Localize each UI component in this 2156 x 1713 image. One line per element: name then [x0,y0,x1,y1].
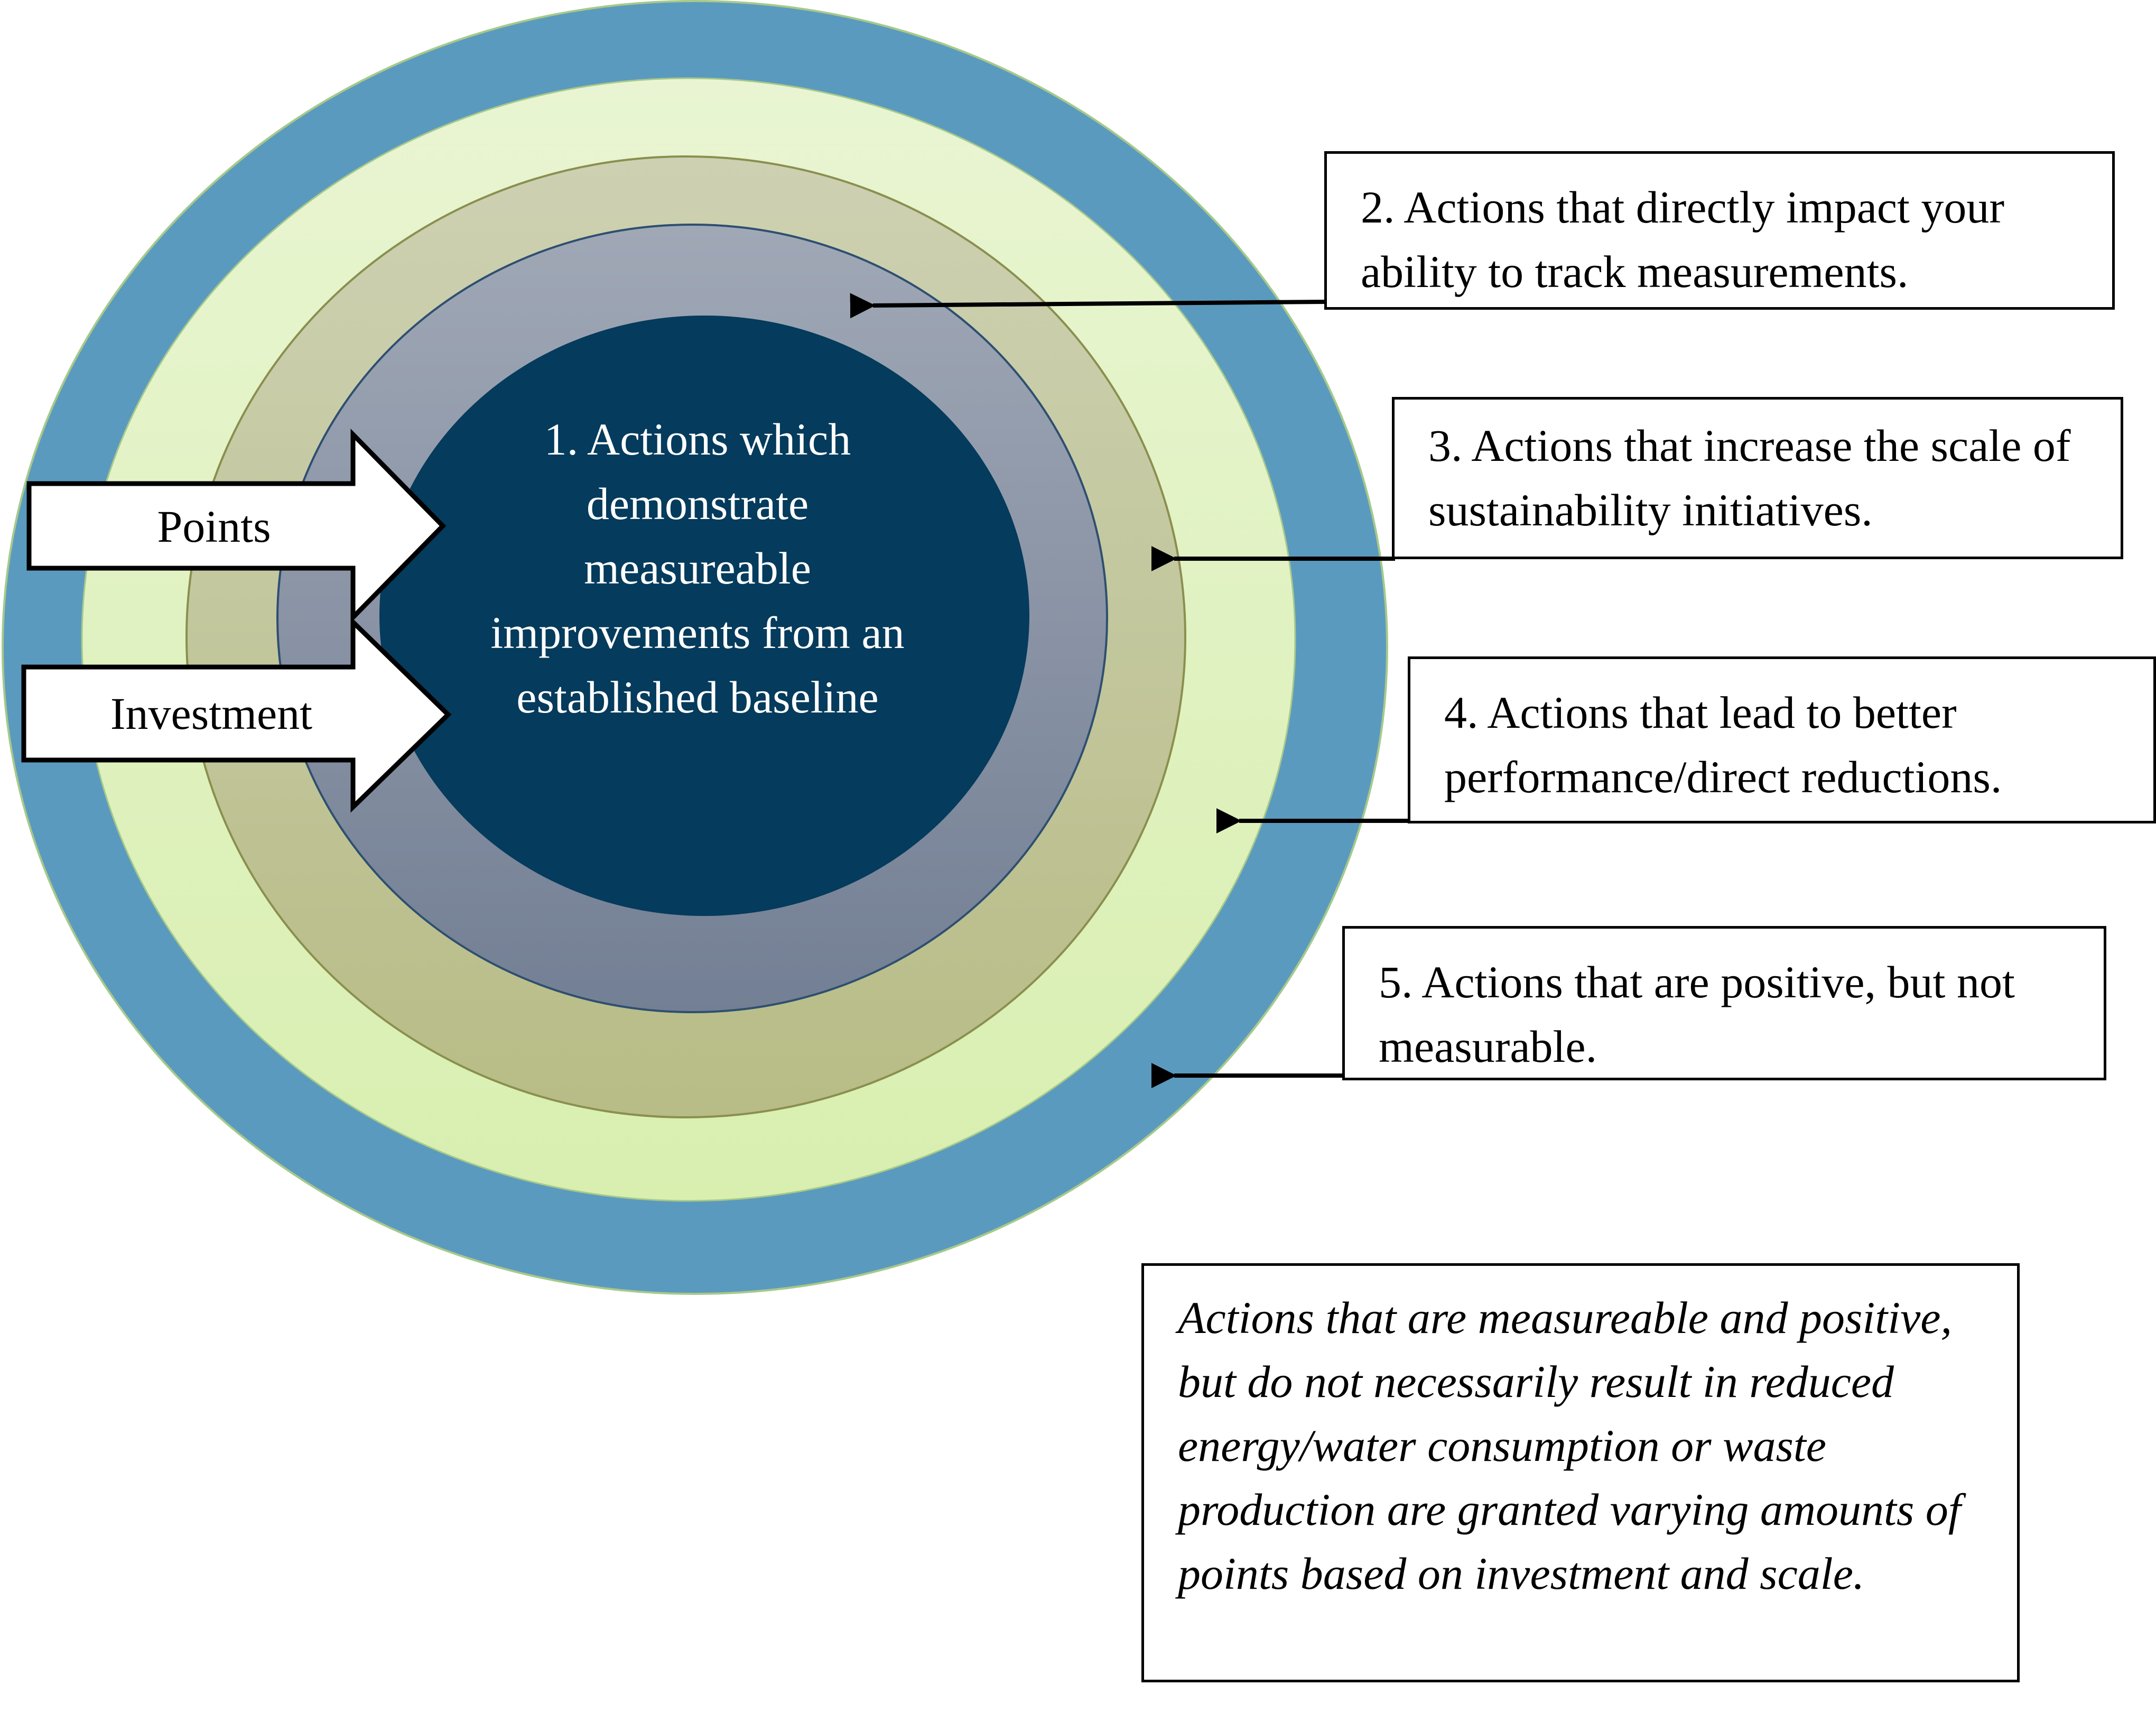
callout-box-3: 3. Actions that increase the scale of su… [1392,397,2123,559]
callout-box-4: 4. Actions that lead to better performan… [1408,656,2156,823]
core-ring-label: 1. Actions which demonstrate measureable… [490,414,905,723]
ring-1-core [379,316,1029,916]
callout-text-5: 5. Actions that are positive, but not me… [1379,957,2015,1072]
note-text: Actions that are measureable and positiv… [1178,1292,1961,1599]
callout-text-4: 4. Actions that lead to better performan… [1444,687,2002,802]
note-box: Actions that are measureable and positiv… [1141,1263,2020,1682]
callout-text-3: 3. Actions that increase the scale of su… [1428,420,2071,535]
callout-box-5: 5. Actions that are positive, but not me… [1342,926,2106,1080]
callout-box-2: 2. Actions that directly impact your abi… [1324,151,2115,310]
points-label: Points [157,501,271,552]
investment-arrow [21,616,452,813]
callout-text-2: 2. Actions that directly impact your abi… [1361,182,2005,297]
pointer-arrow-2 [850,293,1328,319]
investment-label: Investment [110,688,313,739]
points-arrow [26,429,447,623]
